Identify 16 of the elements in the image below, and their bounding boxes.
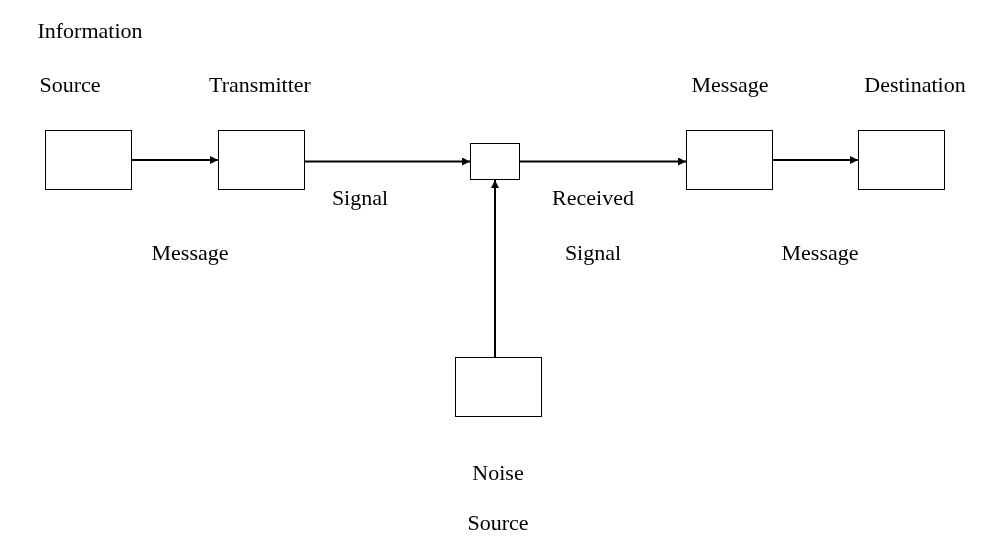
arrow — [131, 156, 219, 164]
node-label: Noise — [471, 459, 525, 487]
node-label: Message — [690, 71, 770, 99]
node-label: Source — [38, 71, 102, 99]
arrow — [519, 157, 687, 166]
arrow — [772, 156, 859, 164]
signal-label: Message — [780, 239, 860, 267]
node-label: Transmitter — [208, 71, 312, 99]
node-label: Source — [466, 509, 530, 537]
signal-label: Message — [150, 239, 230, 267]
node-label: Information — [36, 17, 144, 45]
node-label: Destination — [863, 71, 967, 99]
arrow — [304, 157, 471, 166]
signal-label: Received Signal — [551, 184, 635, 267]
signal-label: Signal — [330, 184, 390, 212]
arrow — [491, 179, 499, 358]
